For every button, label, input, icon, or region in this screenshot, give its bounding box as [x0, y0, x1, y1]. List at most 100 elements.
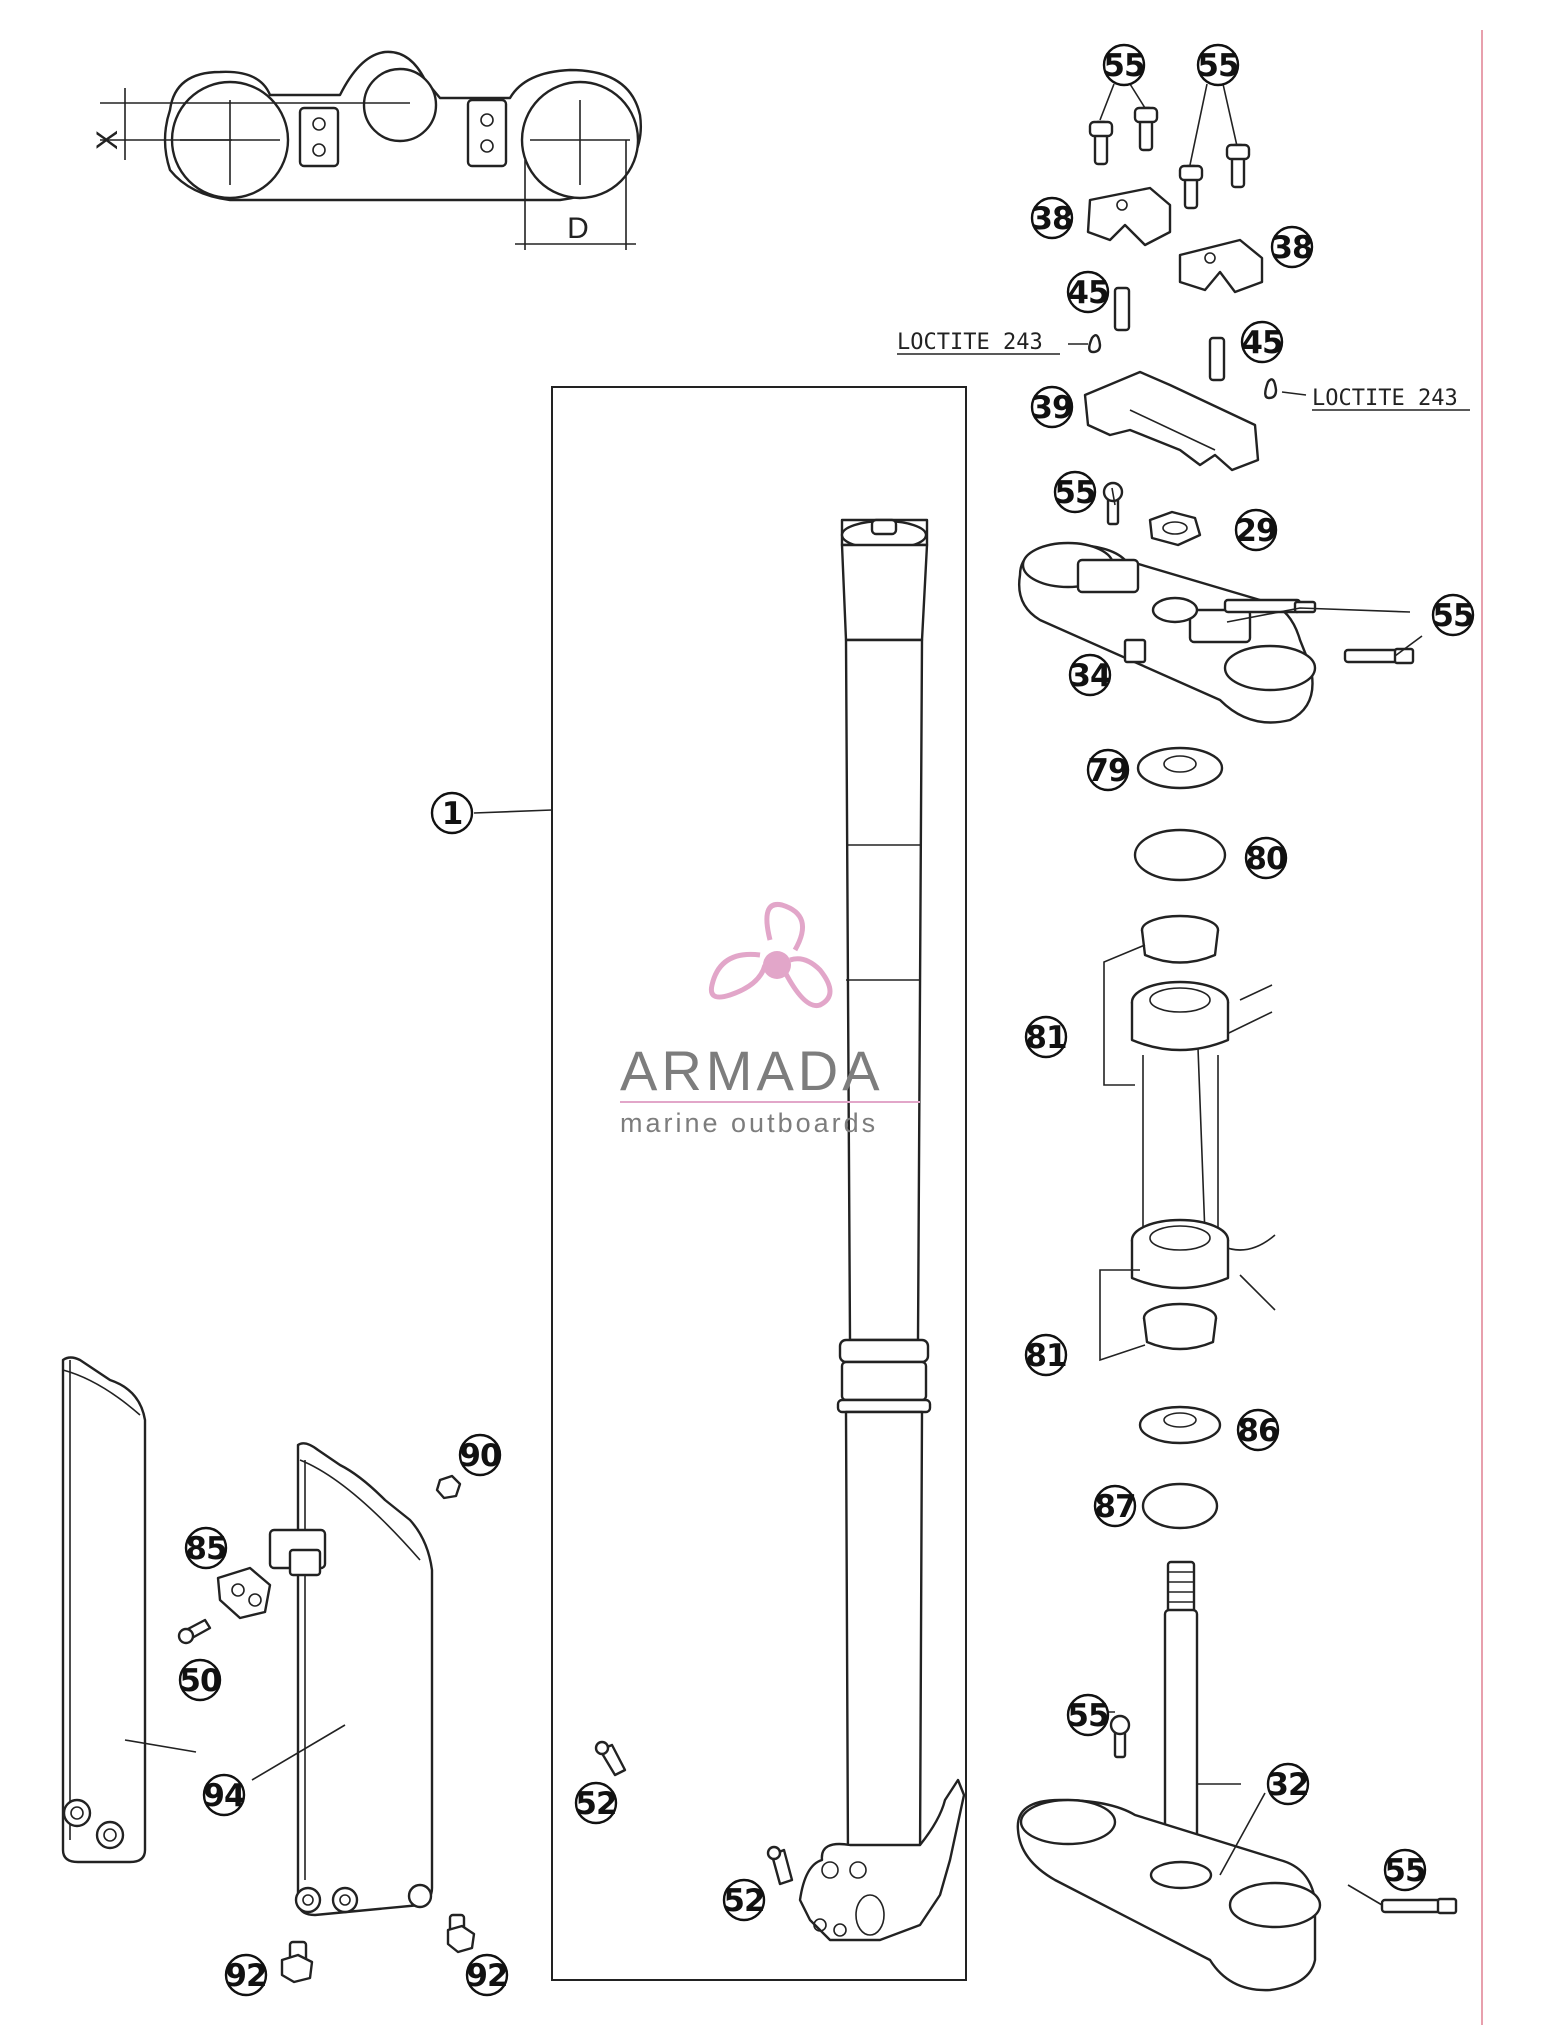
svg-text:55: 55: [1432, 598, 1473, 634]
bearing-81-lower: [1142, 1302, 1218, 1351]
loctite-drop-left: [1088, 334, 1102, 354]
bolt-55-d: [1225, 143, 1251, 189]
callout-29: 29: [1234, 508, 1278, 552]
callout-52-a: 52: [574, 1781, 618, 1825]
svg-text:1: 1: [442, 796, 463, 832]
screw-52-left: [594, 1740, 627, 1777]
seal-80: [1133, 828, 1227, 882]
svg-text:90: 90: [459, 1438, 501, 1474]
svg-text:45: 45: [1241, 325, 1282, 361]
callout-81-b: 81: [1024, 1333, 1068, 1377]
svg-text:50: 50: [179, 1663, 221, 1699]
callout-85: 85: [184, 1526, 228, 1570]
callout-39: 39: [1030, 385, 1074, 429]
bolt-55-a: [1088, 120, 1114, 166]
screw-92-left: [280, 1940, 314, 1984]
leader-lines: [124, 83, 1423, 1906]
svg-text:34: 34: [1069, 658, 1111, 694]
fork-leg: [798, 518, 966, 1942]
watermark-brand: ARMADA: [620, 1039, 884, 1102]
bolt-55-c: [1178, 164, 1204, 210]
callout-81-a: 81: [1024, 1015, 1068, 1059]
screw-52-right: [766, 1845, 794, 1886]
callout-86: 86: [1236, 1408, 1280, 1452]
dimension-x-label: X: [91, 130, 124, 150]
fork-guard-right: [268, 1442, 434, 1917]
svg-text:32: 32: [1267, 1767, 1308, 1803]
screw-92-right: [446, 1913, 476, 1954]
callout-55-d: 55: [1431, 593, 1475, 637]
callout-55-a: 55: [1102, 43, 1146, 87]
callout-92-a: 92: [224, 1953, 268, 1997]
svg-text:38: 38: [1271, 230, 1312, 266]
watermark-tagline: marine outboards: [620, 1108, 878, 1138]
svg-text:80: 80: [1245, 841, 1287, 877]
svg-text:92: 92: [225, 1958, 266, 1994]
ring-86: [1138, 1405, 1222, 1445]
clamp-39: [1083, 370, 1260, 472]
svg-text:55: 55: [1054, 475, 1095, 511]
callout-38-a: 38: [1030, 196, 1074, 240]
loctite-note-left: LOCTITE 243: [897, 330, 1043, 355]
callout-55-b: 55: [1196, 43, 1240, 87]
svg-text:87: 87: [1094, 1489, 1135, 1525]
svg-text:55: 55: [1197, 48, 1238, 84]
svg-text:81: 81: [1025, 1020, 1066, 1056]
svg-text:55: 55: [1067, 1698, 1108, 1734]
svg-text:94: 94: [203, 1778, 245, 1814]
callout-45-a: 45: [1066, 270, 1110, 314]
bearing-81-upper: [1140, 914, 1220, 964]
bolt-45-b: [1208, 336, 1226, 382]
callout-55-e: 55: [1066, 1693, 1110, 1737]
callout-80: 80: [1244, 836, 1288, 880]
callout-94: 94: [202, 1773, 246, 1817]
screw-50: [177, 1618, 212, 1645]
seal-87: [1141, 1482, 1219, 1530]
loctite-drop-right: [1264, 378, 1278, 400]
svg-text:38: 38: [1031, 201, 1072, 237]
callout-79: 79: [1086, 748, 1130, 792]
dimension-d-label: D: [567, 212, 589, 245]
svg-text:55: 55: [1384, 1853, 1425, 1889]
callout-34: 34: [1068, 653, 1112, 697]
steering-head-frame: [1130, 980, 1276, 1311]
svg-text:52: 52: [723, 1883, 764, 1919]
callout-55-f: 55: [1383, 1848, 1427, 1892]
clamp-38-b: [1178, 238, 1264, 294]
callout-92-b: 92: [465, 1953, 509, 1997]
svg-text:29: 29: [1235, 513, 1276, 549]
callout-38-b: 38: [1270, 225, 1314, 269]
bolt-55-b: [1133, 106, 1159, 152]
top-triple-clamp: [1018, 481, 1415, 724]
callout-1: 1: [430, 791, 474, 835]
clamp-38-a: [1086, 186, 1172, 247]
svg-text:92: 92: [466, 1958, 507, 1994]
watermark: ARMADA marine outboards: [620, 901, 920, 1138]
triple-clamp-dimension-drawing: X D: [91, 50, 642, 250]
lower-triple-clamp: [1016, 1560, 1458, 1992]
callout-90: 90: [458, 1433, 502, 1477]
propeller-logo: [708, 901, 833, 1009]
nut-90: [435, 1474, 462, 1500]
fork-leg-group-box: [551, 386, 967, 1981]
bolt-45-a: [1113, 286, 1131, 332]
callout-45-b: 45: [1240, 320, 1284, 364]
callout-52-b: 52: [722, 1878, 766, 1922]
callout-55-c: 55: [1053, 470, 1097, 514]
svg-text:79: 79: [1087, 753, 1128, 789]
loctite-note-right: LOCTITE 243: [1312, 386, 1458, 411]
svg-text:55: 55: [1103, 48, 1144, 84]
svg-text:39: 39: [1031, 390, 1072, 426]
fork-guard-left: [61, 1356, 147, 1864]
svg-text:45: 45: [1067, 275, 1108, 311]
svg-text:52: 52: [575, 1786, 616, 1822]
callout-87: 87: [1093, 1484, 1137, 1528]
callout-32: 32: [1266, 1762, 1310, 1806]
svg-text:81: 81: [1025, 1338, 1066, 1374]
svg-text:85: 85: [185, 1531, 226, 1567]
svg-text:86: 86: [1237, 1413, 1278, 1449]
callout-50: 50: [178, 1658, 222, 1702]
clamp-85: [216, 1566, 272, 1620]
ring-79: [1136, 746, 1224, 790]
